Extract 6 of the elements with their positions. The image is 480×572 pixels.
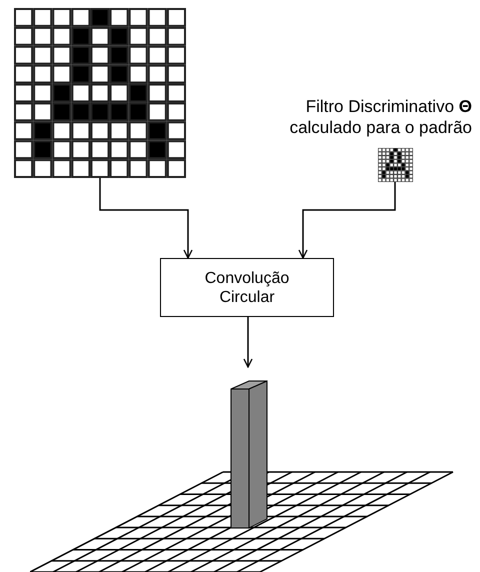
arrow — [298, 182, 396, 259]
process-box — [160, 258, 334, 317]
arrow — [99, 178, 193, 259]
filter-caption: Filtro Discriminativo Θ calculado para o padrão — [290, 96, 472, 138]
arrow — [243, 317, 253, 368]
process-label: Convolução Circular — [204, 268, 290, 306]
